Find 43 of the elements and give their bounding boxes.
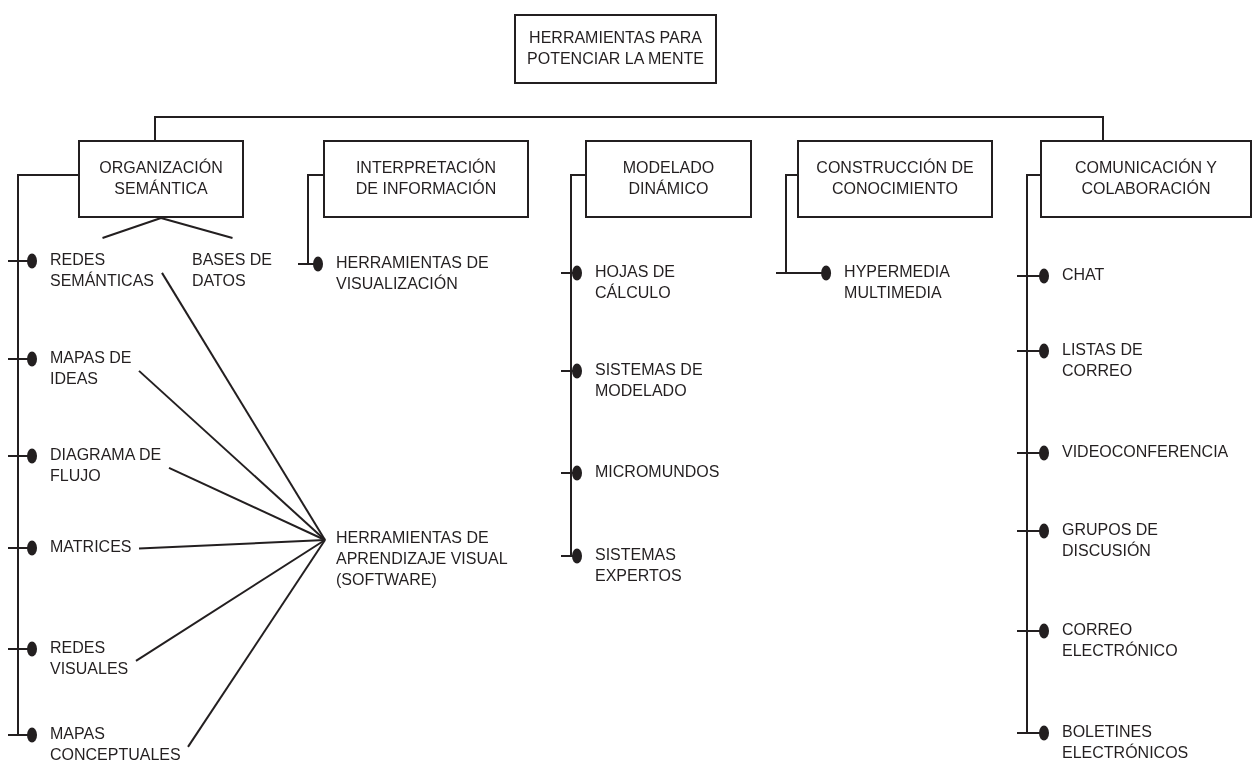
item-label: HERRAMIENTAS DE APRENDIZAJE VISUAL (SOFTWARE) xyxy=(323,528,509,591)
connector-line xyxy=(168,466,326,541)
item-label: HYPERMEDIA MULTIMEDIA xyxy=(831,262,952,304)
connector-line xyxy=(138,369,326,541)
item-label: LISTAS DE CORREO xyxy=(1049,340,1144,382)
connector-line xyxy=(135,539,326,662)
connector-line xyxy=(187,539,326,748)
bullet-connector xyxy=(775,174,832,281)
item-label: SISTEMAS EXPERTOS xyxy=(582,545,683,587)
bullet-connector xyxy=(297,174,324,272)
connector-line xyxy=(101,217,162,239)
category-box xyxy=(585,140,752,218)
item-label: MAPAS CONCEPTUALES xyxy=(37,724,182,766)
box-label: MODELADO DINÁMICO xyxy=(621,158,716,199)
item-label: DIAGRAMA DE FLUJO xyxy=(37,445,163,487)
box-label: CONSTRUCCIÓN DE CONOCIMIENTO xyxy=(815,158,975,199)
category-box xyxy=(323,140,529,218)
item-label: BASES DE DATOS xyxy=(179,250,274,292)
item-label: BOLETINES ELECTRÓNICOS xyxy=(1049,722,1190,764)
box-label: HERRAMIENTAS PARA POTENCIAR LA MENTE xyxy=(526,28,705,69)
item-label: MATRICES xyxy=(37,537,133,558)
connector-line xyxy=(161,271,326,541)
item-label: VIDEOCONFERENCIA xyxy=(1049,442,1230,463)
item-label: CHAT xyxy=(1049,265,1106,286)
item-label: HOJAS DE CÁLCULO xyxy=(582,262,677,304)
item-label: MAPAS DE IDEAS xyxy=(37,348,133,390)
box-label: ORGANIZACIÓN SEMÁNTICA xyxy=(98,158,224,199)
item-label: SISTEMAS DE MODELADO xyxy=(582,360,704,402)
item-label: REDES VISUALES xyxy=(37,638,130,680)
category-box xyxy=(1040,140,1252,218)
root-box xyxy=(514,14,717,84)
box-label: INTERPRETACIÓN DE INFORMACIÓN xyxy=(354,158,498,199)
item-label: CORREO ELECTRÓNICO xyxy=(1049,620,1179,662)
connector-line xyxy=(160,217,234,239)
category-box xyxy=(797,140,993,218)
item-label: HERRAMIENTAS DE VISUALIZACIÓN xyxy=(323,253,490,295)
item-label: GRUPOS DE DISCUSIÓN xyxy=(1049,520,1160,562)
bullet-connector xyxy=(1016,174,1049,741)
item-label: REDES SEMÁNTICAS xyxy=(37,250,156,292)
category-box xyxy=(78,140,244,218)
box-label: COMUNICACIÓN Y COLABORACIÓN xyxy=(1074,158,1218,199)
connector-line xyxy=(138,539,326,550)
item-label: MICROMUNDOS xyxy=(582,462,721,483)
